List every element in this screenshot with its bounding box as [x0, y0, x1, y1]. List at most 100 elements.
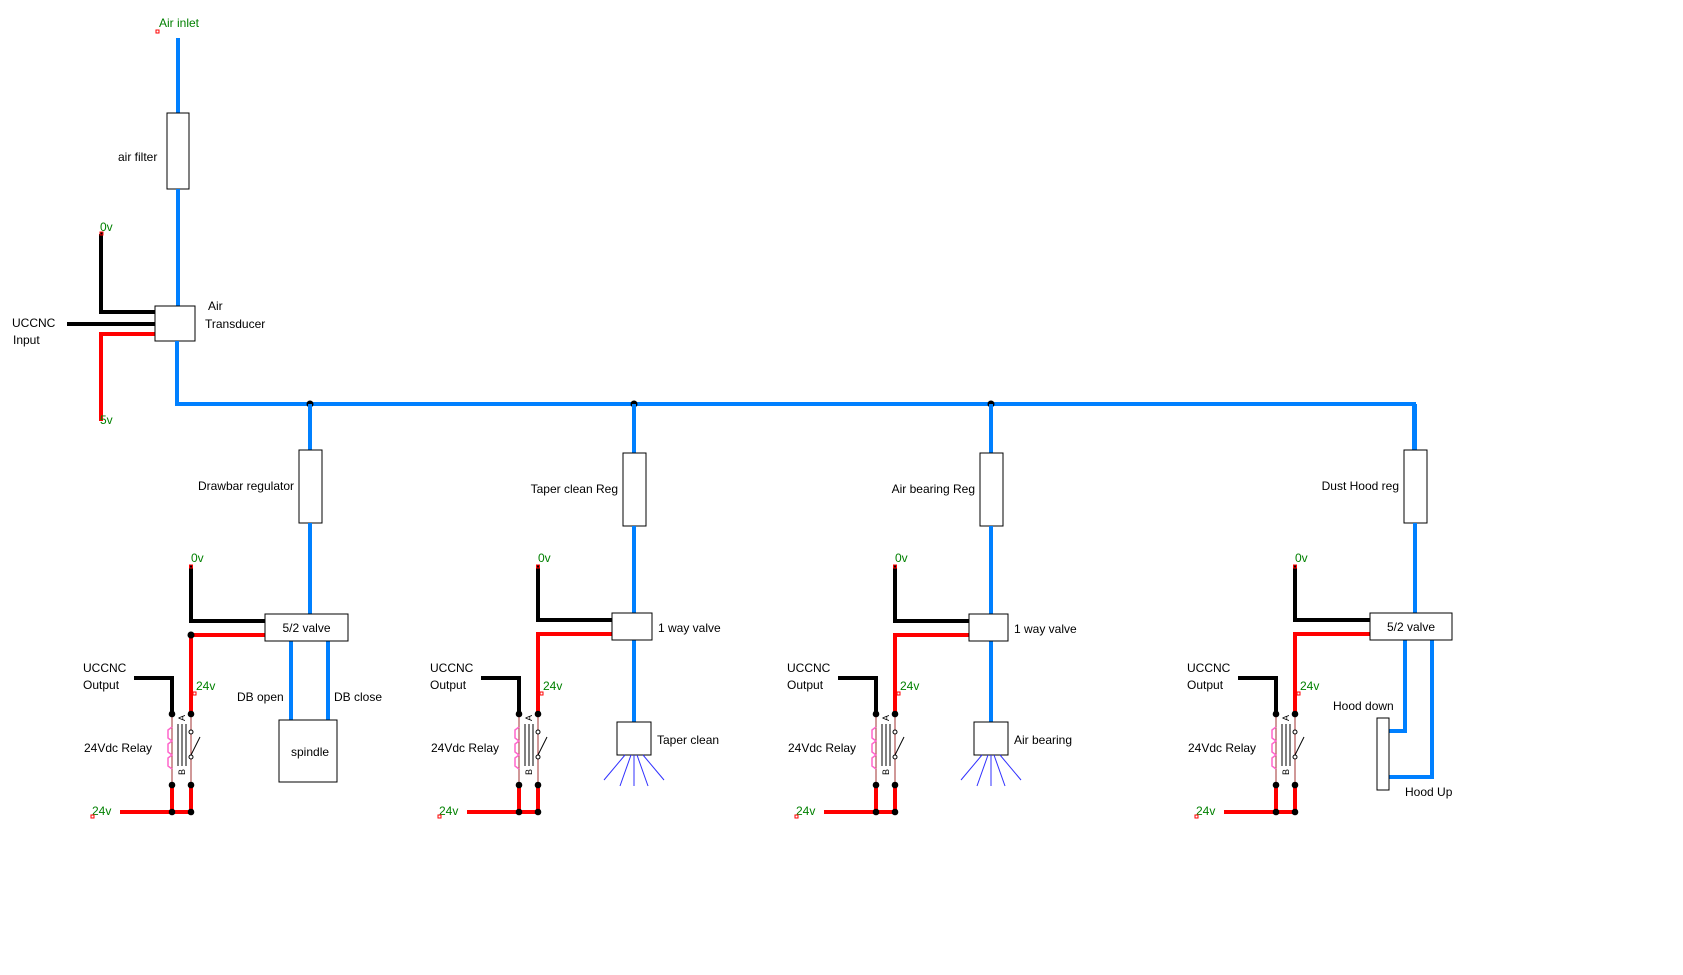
relay-contact — [892, 754, 898, 760]
relay-label: 24Vdc Relay — [84, 741, 152, 755]
v24-terminal — [539, 691, 544, 696]
hood-cylinder-box — [1376, 717, 1390, 791]
valve-label: 1 way valve — [658, 621, 721, 635]
air-pipe-hood-down — [1389, 640, 1407, 733]
contact-b-label: B — [881, 769, 891, 775]
v24-terminal — [90, 814, 95, 819]
valve-box — [1369, 612, 1453, 641]
v24-label-bottom: 24v — [92, 804, 111, 818]
air-filter-box — [166, 112, 190, 190]
uccnc-output-label-2: Output — [83, 678, 120, 692]
junction-dot — [534, 710, 542, 718]
spindle-box — [278, 719, 338, 783]
junction-dot — [534, 781, 542, 789]
nozzle-box — [973, 721, 1009, 756]
uccnc-output-label: UCCNC — [430, 661, 474, 675]
signal-wire — [134, 676, 174, 714]
regulator-box — [298, 449, 323, 524]
v24-terminal — [1296, 691, 1301, 696]
regulator-box — [622, 452, 647, 527]
relay-label: 24Vdc Relay — [788, 741, 856, 755]
air-jet-icon — [636, 754, 649, 787]
contact-b-label: B — [177, 769, 187, 775]
junction-dot — [1291, 710, 1299, 718]
nozzle-label: Taper clean — [657, 733, 719, 747]
hood-up-label: Hood Up — [1405, 785, 1453, 799]
nozzle-box — [616, 721, 652, 756]
regulator-box — [979, 452, 1004, 527]
positive-wire-bottom — [467, 785, 540, 814]
contact-a-label: A — [1281, 715, 1291, 721]
air-jet-icon — [603, 754, 626, 781]
junction-dot — [1272, 808, 1280, 816]
valve-label: 5/2 valve — [1387, 620, 1435, 634]
uccnc-input-label-2: Input — [13, 333, 40, 347]
v24-label-bottom: 24v — [439, 804, 458, 818]
uccnc-output-label: UCCNC — [1187, 661, 1231, 675]
zero-v-label: 0v — [191, 551, 204, 565]
ground-wire — [893, 566, 969, 623]
signal-wire — [481, 676, 521, 714]
v24-terminal — [794, 814, 799, 819]
zero-v-label: 0v — [538, 551, 551, 565]
hood-down-label: Hood down — [1333, 699, 1394, 713]
regulator-label: Dust Hood reg — [1322, 479, 1399, 493]
relay-contact — [535, 754, 541, 760]
uccnc-input-label: UCCNC — [12, 316, 56, 330]
v24-label-bottom: 24v — [796, 804, 815, 818]
junction-dot — [872, 781, 880, 789]
main-air-line — [175, 341, 1416, 450]
relay-coil-icon — [167, 726, 174, 770]
relay-contact — [188, 754, 194, 760]
uccnc-output-label-2: Output — [787, 678, 824, 692]
air-transducer-box — [154, 305, 196, 342]
positive-wire — [536, 632, 612, 714]
relay-switch-icon — [190, 736, 201, 756]
positive-wire — [893, 633, 969, 714]
relay-coil-icon — [871, 726, 878, 770]
junction-dot — [891, 781, 899, 789]
positive-wire — [1293, 632, 1370, 714]
relay-24vdc: AB — [1271, 714, 1305, 785]
ground-wire — [536, 566, 612, 622]
relay-switch-icon — [537, 736, 548, 756]
v24-label: 24v — [543, 679, 562, 693]
junction-dot — [187, 808, 195, 816]
relay-label: 24Vdc Relay — [431, 741, 499, 755]
positive-wire-5v — [99, 332, 155, 421]
v24-terminal — [1194, 814, 1199, 819]
relay-contact — [1292, 729, 1298, 735]
zero-v-label: 0v — [100, 220, 113, 234]
air-jet-icon — [993, 754, 1006, 787]
relay-contact — [1292, 754, 1298, 760]
valve-label: 5/2 valve — [282, 621, 330, 635]
db-open-label: DB open — [237, 690, 284, 704]
regulator-label: Air bearing Reg — [892, 482, 975, 496]
relay-contact — [892, 729, 898, 735]
v24-label: 24v — [196, 679, 215, 693]
ground-terminal — [99, 231, 104, 236]
air-jet-icon — [999, 754, 1022, 781]
v24-terminal — [437, 814, 442, 819]
junction-dot — [1291, 808, 1299, 816]
contact-a-label: A — [881, 715, 891, 721]
junction-dot — [1272, 710, 1280, 718]
zero-v-label: 0v — [1295, 551, 1308, 565]
valve-box — [968, 613, 1009, 642]
junction-dot — [168, 710, 176, 718]
signal-wire — [838, 676, 878, 714]
air-jet-icon — [960, 754, 983, 781]
v24-label: 24v — [900, 679, 919, 693]
uccnc-output-label-2: Output — [1187, 678, 1224, 692]
junction-dot — [891, 808, 899, 816]
positive-wire-bottom — [824, 785, 897, 814]
ground-terminal — [1293, 564, 1297, 569]
uccnc-output-label-2: Output — [430, 678, 467, 692]
junction-dot — [187, 710, 195, 718]
air-jet-icon — [976, 754, 989, 787]
relay-24vdc: AB — [514, 714, 548, 785]
